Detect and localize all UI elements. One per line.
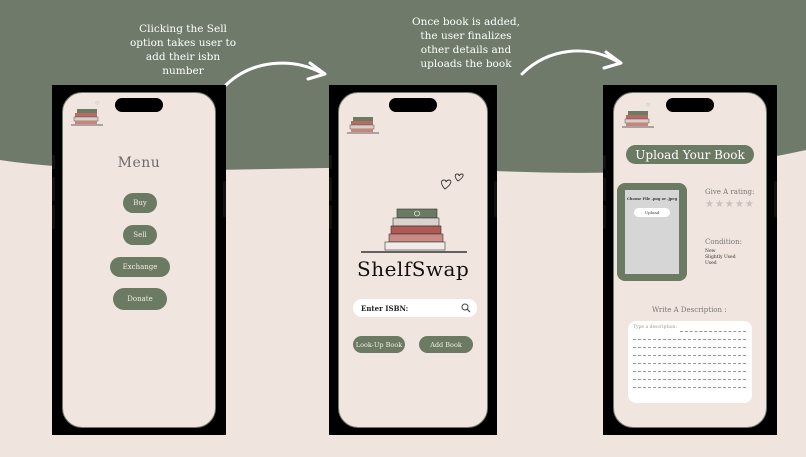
exchange-button[interactable]: Exchange <box>110 257 170 277</box>
phone-menu: ♡ Menu Buy Sell Exchange Donate <box>52 85 226 435</box>
look-up-book-button[interactable]: Look-Up Book <box>353 336 405 353</box>
hearts-icon <box>441 173 464 190</box>
isbn-label: Enter ISBN: <box>361 303 409 313</box>
condition-new[interactable]: New <box>705 249 716 254</box>
description-textarea[interactable]: Type a description: <box>628 321 752 403</box>
condition-label: Condition: <box>705 238 742 246</box>
description-placeholder: Type a description: <box>633 325 677 330</box>
svg-text:♡: ♡ <box>646 103 650 109</box>
books-illustration <box>361 208 467 253</box>
donate-button[interactable]: Donate <box>113 288 167 310</box>
star-rating[interactable]: ★★★★★ <box>705 199 755 210</box>
phone-isbn: ShelfSwap Enter ISBN: Look-Up Book Add B… <box>329 85 497 435</box>
buy-button[interactable]: Buy <box>123 193 157 213</box>
description-label: Write A Description : <box>652 306 727 314</box>
search-icon[interactable] <box>461 303 471 313</box>
logo-books-icon: ♡ <box>622 103 654 128</box>
upload-title: Upload Your Book <box>626 145 754 164</box>
screen-upload: ♡ Upload Your Book Choose File .png or .… <box>613 92 767 428</box>
caption-step-2: Once book is added, the user finalizes o… <box>412 16 520 70</box>
screen-isbn: ShelfSwap Enter ISBN: Look-Up Book Add B… <box>338 92 488 428</box>
logo-books-icon: ♡ <box>71 101 103 126</box>
file-label: Choose File .png or .jpeg <box>626 197 678 201</box>
add-book-button[interactable]: Add Book <box>419 336 473 353</box>
arrow-right-icon <box>224 61 327 87</box>
image-upload-panel: Choose File .png or .jpeg Upload <box>617 183 687 281</box>
condition-options[interactable]: New Slightly Used Used <box>705 249 736 267</box>
brand-logo-text: ShelfSwap <box>357 257 470 281</box>
condition-slightly-used[interactable]: Slightly Used <box>705 255 736 260</box>
menu-title: Menu <box>117 155 161 171</box>
arrow-right-icon <box>520 49 623 76</box>
notch <box>666 98 714 112</box>
notch <box>115 98 163 112</box>
phone-upload: ♡ Upload Your Book Choose File .png or .… <box>603 85 777 435</box>
screen-menu: ♡ Menu Buy Sell Exchange Donate <box>62 92 216 428</box>
sell-button[interactable]: Sell <box>123 225 157 245</box>
image-preview[interactable]: Choose File .png or .jpeg Upload <box>625 190 679 274</box>
condition-used[interactable]: Used <box>705 261 717 266</box>
isbn-input[interactable]: Enter ISBN: <box>353 299 477 317</box>
upload-button[interactable]: Upload <box>634 208 670 217</box>
caption-step-1: Clicking the Sell option takes user to a… <box>129 23 237 77</box>
notch <box>389 98 437 112</box>
logo-books-icon <box>347 117 379 134</box>
rating-label: Give A rating: <box>705 188 755 196</box>
svg-text:♡: ♡ <box>95 101 99 107</box>
